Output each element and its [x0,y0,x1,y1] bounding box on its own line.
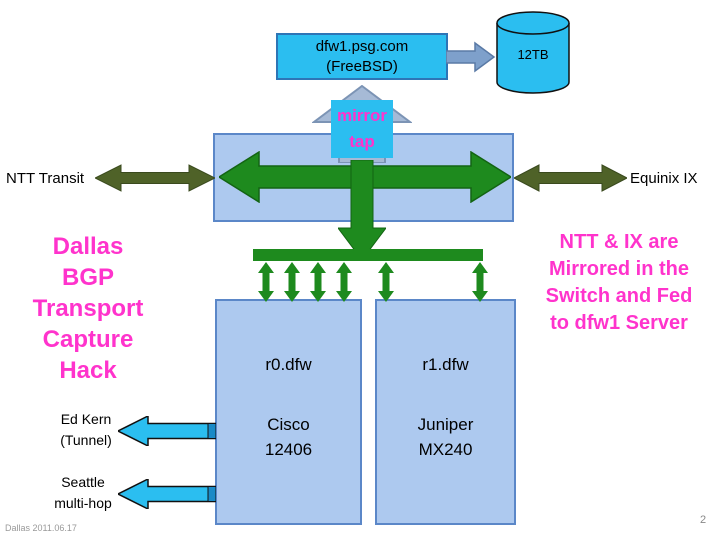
title-line-1: Dallas [52,233,124,260]
server-name: dfw1.psg.com [315,37,409,55]
bus-link-arrow-1 [258,262,274,302]
title-line-4: Capture [42,326,134,353]
router-r1-node: r1.dfw Juniper MX240 [375,299,516,525]
note-line-2: Mirrored in the [548,258,689,280]
note-line-1: NTT & IX are [559,231,679,253]
seattle-line1: Seattle [61,474,105,490]
equinix-label: Equinix IX [630,170,698,187]
ed-kern-label: Ed Kern (Tunnel) [42,409,130,451]
bus-bar [253,249,483,261]
switch-to-bus-arrow [338,160,386,260]
mirror-tap-line1: mirror [336,106,388,125]
bus-link-arrow-5 [378,262,394,302]
note-line-4: to dfw1 Server [550,312,688,334]
cylinder-icon [496,11,570,94]
footer-date: Dallas 2011.06.17 [5,523,77,533]
seattle-label: Seattle multi-hop [36,472,130,514]
seattle-arrow [118,479,216,509]
bus-link-arrow-6 [472,262,488,302]
title-line-2: BGP [61,264,114,291]
storage-capacity: 12TB [517,47,549,62]
ed-kern-arrow [118,416,216,446]
page-number: 2 [700,514,707,526]
router-r0-model: 12406 [264,440,313,459]
storage-cylinder: 12TB [494,10,572,96]
router-r1-vendor: Juniper [417,415,474,434]
server-to-storage-arrow [446,41,496,73]
ntt-transit-label: NTT Transit [6,170,85,187]
router-r1-name: r1.dfw [422,355,469,374]
bus-link-arrow-2 [284,262,300,302]
title-line-3: Transport [32,295,144,322]
server-os: (FreeBSD) [326,57,398,75]
equinix-arrow [514,164,627,192]
router-r0-name: r0.dfw [265,355,312,374]
note-line-3: Switch and Fed [545,285,693,307]
mirror-note: NTT & IX are Mirrored in the Switch and … [521,229,717,337]
router-r0-vendor: Cisco [267,415,310,434]
seattle-line2: multi-hop [54,495,112,511]
bus-link-arrow-3 [310,262,326,302]
mirror-tap-line2: tap [349,132,375,151]
mirror-tap-label: mirror tap [331,100,393,158]
router-r0-node: r0.dfw Cisco 12406 [215,299,362,525]
ed-kern-line2: (Tunnel) [60,432,112,448]
server-node: dfw1.psg.com (FreeBSD) [276,33,448,80]
ntt-transit-arrow [95,164,215,192]
title-line-5: Hack [59,357,117,384]
router-r1-model: MX240 [418,440,473,459]
bus-link-arrow-4 [336,262,352,302]
ed-kern-line1: Ed Kern [60,411,112,427]
slide-title: Dallas BGP Transport Capture Hack [8,231,168,386]
